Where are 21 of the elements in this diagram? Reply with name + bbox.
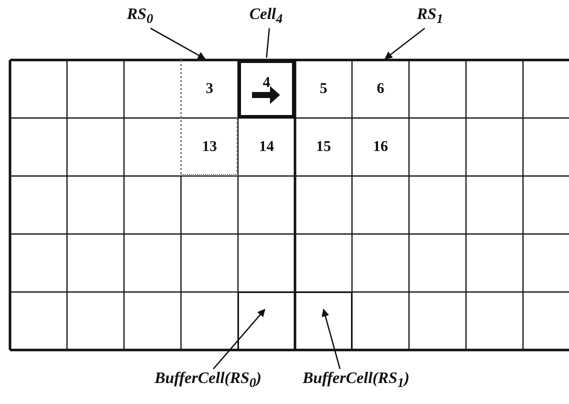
cell-number: 6 — [376, 80, 384, 98]
cell-number: 4 — [262, 75, 270, 92]
numbered-cell — [238, 60, 295, 118]
cell-number: 13 — [202, 138, 217, 156]
callout-label: BufferCell(RS$_{1}$) — [302, 370, 410, 392]
grid-cell — [295, 292, 352, 350]
cell-number: 14 — [259, 138, 274, 156]
callout-label: BufferCell(RS$_{0}$) — [154, 370, 262, 392]
cell-number: 15 — [316, 138, 331, 156]
leader-line — [266, 28, 270, 58]
callout-label: Cell$_{4}$ — [249, 6, 283, 28]
grid-cell — [238, 292, 295, 350]
leader-line — [322, 308, 341, 370]
leader-line — [212, 308, 266, 370]
leader-line — [384, 28, 426, 60]
cell-number: 16 — [373, 138, 388, 156]
cell-number: 3 — [206, 80, 214, 98]
cell-number: 5 — [320, 80, 328, 98]
callout-label: RS$_{0}$ — [126, 6, 154, 28]
callout-label: RS$_{1}$ — [416, 6, 444, 28]
leader-line — [150, 28, 206, 60]
